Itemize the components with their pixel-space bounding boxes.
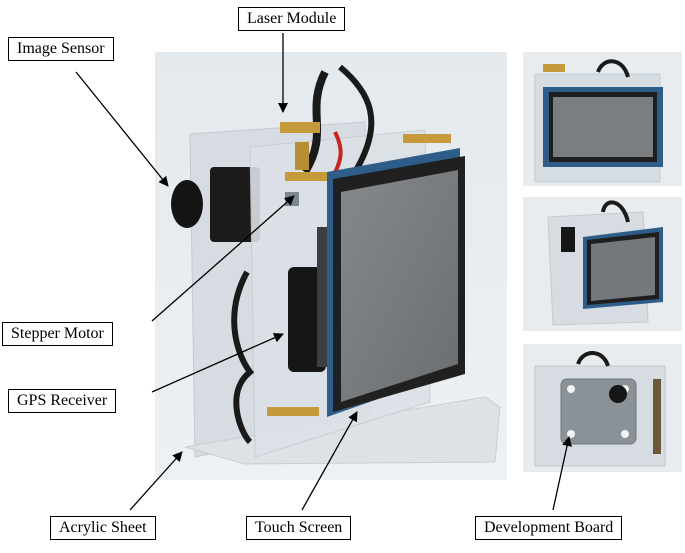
front-view-illustration [523,52,682,186]
side-photo-back-view [523,344,682,472]
side-photo-front-view [523,52,682,186]
back-view-illustration [523,344,682,472]
acrylic-sheet-label: Acrylic Sheet [50,516,156,540]
gps-receiver-label: GPS Receiver [8,389,117,413]
side-photo-angle-view [523,197,682,331]
angle-view-illustration [523,197,682,331]
stepper-motor-label: Stepper Motor [2,322,113,346]
main-device-photo [155,52,507,480]
development-board-label: Development Board [475,516,623,540]
image-sensor-label: Image Sensor [8,37,114,61]
laser-module-label: Laser Module [238,7,346,31]
main-device-illustration [155,52,507,480]
touch-screen-label: Touch Screen [246,516,352,540]
